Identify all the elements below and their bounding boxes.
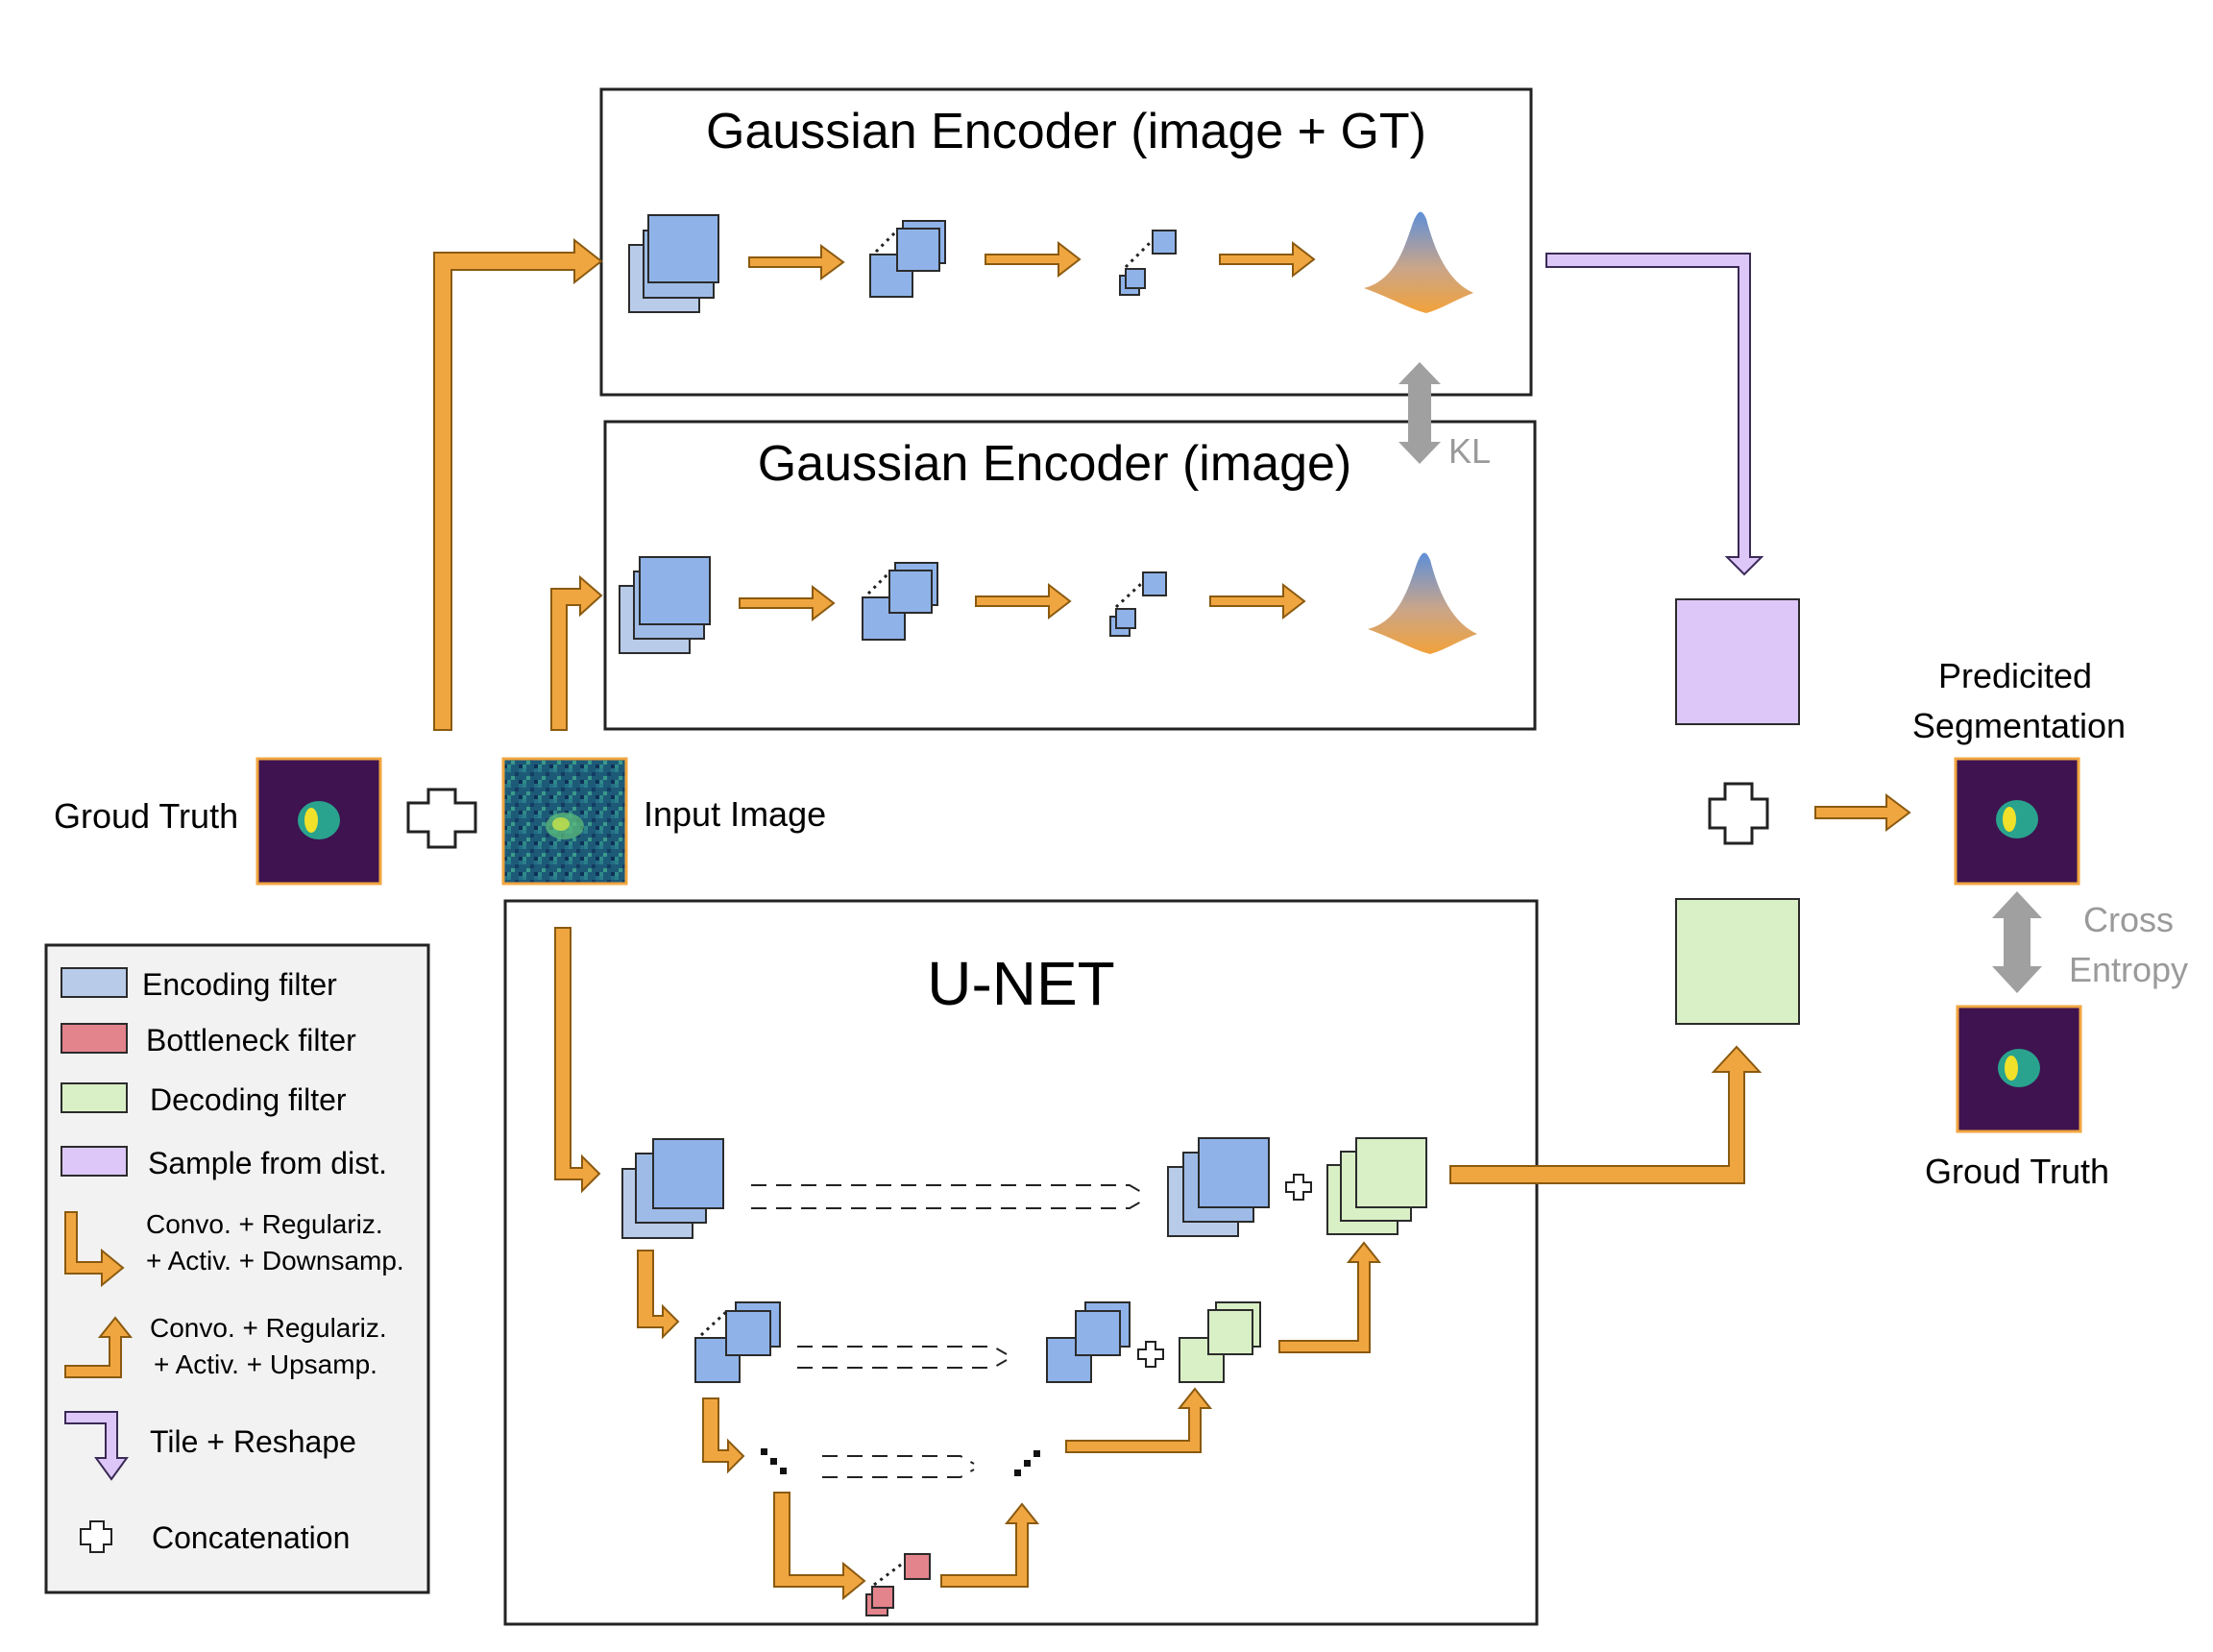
kl-label: KL [1448, 431, 1491, 471]
ground-truth-label-left: Groud Truth [54, 796, 238, 836]
filter-stack-icon [1119, 230, 1177, 296]
filter-stack-icon [869, 220, 946, 298]
legend-label-tile-reshape: Tile + Reshape [150, 1424, 356, 1459]
unet-to-output-arrow [1449, 1045, 1763, 1184]
segmentation-mask-icon [1956, 1005, 2082, 1133]
input-image-label: Input Image [644, 794, 826, 834]
cross-entropy-label-line1: Cross [2083, 900, 2174, 939]
cross-entropy-label-line2: Entropy [2069, 950, 2188, 989]
filter-stack-icon [1326, 1137, 1427, 1235]
concat-to-prediction-arrow [1814, 793, 1911, 832]
double-arrow-icon [1398, 362, 1441, 464]
filter-stack-icon [621, 1138, 724, 1239]
tile-reshape-arrow [1545, 253, 1764, 576]
legend-label-concatenation: Concatenation [152, 1520, 350, 1555]
encoder-flow-arrows [739, 240, 1316, 622]
legend-label-upsample-line2: + Activ. + Upsamp. [154, 1349, 377, 1379]
skip-connection-arrow [751, 1184, 1144, 1209]
filter-stack-icon [1179, 1301, 1261, 1383]
predicted-segmentation-label-line1: Predicited [1938, 656, 2092, 695]
legend-swatch-encoding [61, 967, 128, 998]
legend-swatch-decoding [61, 1082, 128, 1113]
unet-title: U-NET [927, 949, 1115, 1018]
filter-stack-icon [619, 556, 711, 654]
unet-panel [503, 899, 1539, 1626]
filter-stack-icon [1167, 1137, 1270, 1237]
segmentation-mask-icon [1954, 757, 2080, 886]
concatenation-cross-icon [1708, 782, 1769, 845]
gaussian-surface-icon [1364, 211, 1473, 313]
skip-connection-arrow [822, 1455, 975, 1478]
legend-label-downsample-line2: + Activ. + Downsamp. [146, 1246, 404, 1275]
filter-stack-icon [865, 1553, 931, 1616]
legend-label-decoding: Decoding filter [150, 1082, 347, 1117]
noisy-input-icon [501, 757, 628, 886]
filter-stack-icon [1109, 571, 1167, 637]
prior-encoder-title: Gaussian Encoder (image) [758, 436, 1352, 492]
sample-block [1675, 598, 1800, 725]
ellipsis-dots [761, 1448, 1040, 1476]
legend-swatch-sample [61, 1146, 128, 1177]
double-arrow-icon [1992, 891, 2042, 993]
filter-stack-icon [1046, 1301, 1131, 1383]
legend-downsample-arrow-icon [64, 1211, 125, 1288]
filter-stack-icon [628, 214, 719, 313]
ground-truth-label-right: Groud Truth [1925, 1152, 2109, 1191]
legend-label-upsample-line1: Convo. + Regulariz. [150, 1313, 387, 1343]
input-routing-arrows [433, 237, 603, 1194]
segmentation-mask-icon [255, 757, 382, 886]
concatenation-cross-icon [1285, 1174, 1312, 1201]
legend-label-downsample-line1: Convo. + Regulariz. [146, 1209, 383, 1239]
gaussian-surface-icon [1368, 552, 1477, 654]
legend: Encoding filter Bottleneck filter Decodi… [44, 943, 430, 1594]
concatenation-cross-icon [1137, 1341, 1164, 1368]
concatenation-cross-icon [406, 788, 477, 849]
legend-label-bottleneck: Bottleneck filter [146, 1023, 356, 1057]
filter-stack-icon [694, 1301, 781, 1383]
legend-upsample-arrow-icon [64, 1316, 134, 1378]
posterior-encoder-title: Gaussian Encoder (image + GT) [706, 104, 1426, 159]
skip-connection-arrow [797, 1346, 1008, 1369]
decoder-output-block [1675, 898, 1800, 1025]
concatenation-cross-icon [80, 1520, 112, 1553]
prior-encoder-panel [603, 420, 1537, 731]
posterior-encoder-panel [599, 87, 1533, 397]
predicted-segmentation-label-line2: Segmentation [1912, 706, 2126, 745]
legend-label-sample: Sample from dist. [148, 1146, 387, 1180]
legend-swatch-bottleneck [61, 1023, 128, 1054]
legend-label-encoding: Encoding filter [142, 967, 337, 1002]
unet-flow-arrows [637, 1241, 1382, 1601]
legend-tile-reshape-arrow-icon [64, 1411, 129, 1481]
filter-stack-icon [862, 562, 938, 641]
